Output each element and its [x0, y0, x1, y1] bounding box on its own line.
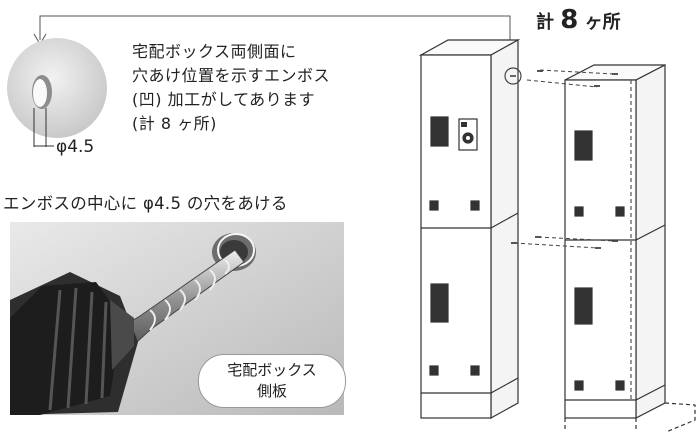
hole-count-label: 計 8 ヶ所 — [536, 5, 621, 35]
hole-diameter-label: φ4.5 — [56, 137, 95, 157]
emboss-disc-illustration — [7, 38, 107, 147]
side-panel-callout: 宅配ボックス 側板 — [198, 354, 346, 408]
left-locker-cabinet — [418, 38, 521, 420]
callout-line-1: 宅配ボックス — [227, 361, 317, 379]
description-line-1: 宅配ボックス両側面に — [132, 42, 297, 61]
callout-line-2: 側板 — [256, 382, 287, 400]
hole-markers — [504, 67, 618, 249]
right-locker-cabinet — [564, 64, 696, 432]
count-suffix: ヶ所 — [584, 12, 621, 33]
drilling-instruction: エンボスの中心に φ4.5 の穴をあける — [3, 194, 288, 213]
description-line-2: 穴あけ位置を示すエンボス — [132, 66, 331, 85]
description-line-4: (計 8 ヶ所) — [132, 114, 217, 133]
description-line-3: (凹) 加工がしてあります — [132, 90, 316, 109]
count-prefix: 計 — [536, 12, 554, 33]
drill-photo — [10, 222, 344, 415]
count-number: 8 — [560, 5, 579, 35]
emboss-description: 宅配ボックス両側面に 穴あけ位置を示すエンボス (凹) 加工がしてあります (計… — [132, 40, 330, 136]
